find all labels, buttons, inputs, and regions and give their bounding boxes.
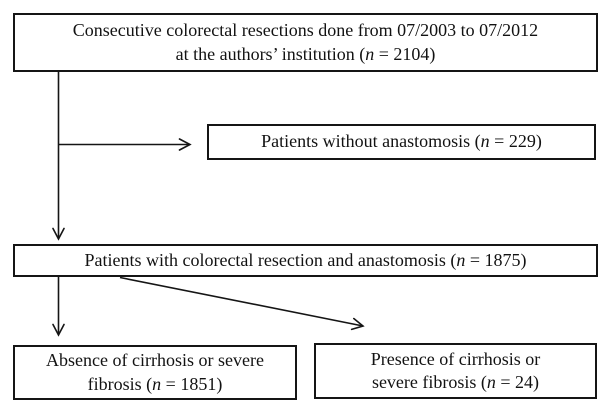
box-no-anastomosis: Patients without anastomosis (n = 229)	[207, 124, 596, 160]
text-segment: = 1875)	[465, 249, 527, 270]
text-segment: = 1851)	[161, 373, 223, 394]
text-segment: severe fibrosis (	[371, 372, 487, 392]
text-segment: = 229)	[489, 131, 542, 152]
box-total-line2: at the authors’ institution (n = 2104)	[176, 43, 436, 66]
text-segment: = 2104)	[374, 43, 436, 64]
n-symbol: n	[152, 373, 162, 394]
text-segment: Presence of cirrhosis or	[370, 348, 541, 369]
box-total-line1: Consecutive colorectal resections done f…	[73, 19, 538, 42]
box-absence-line1: Absence of cirrhosis or severe	[46, 349, 264, 372]
box-total-resections: Consecutive colorectal resections done f…	[13, 13, 598, 72]
box-no-anastomosis-line: Patients without anastomosis (n = 229)	[261, 130, 542, 153]
box-absence-line2: fibrosis (n = 1851)	[88, 373, 223, 396]
box-resection-anastomosis: Patients with colorectal resection and a…	[13, 244, 598, 277]
box-resection-anastomosis-line: Patients with colorectal resection and a…	[84, 249, 526, 272]
text-segment: Consecutive colorectal resections done f…	[72, 20, 539, 41]
text-segment: Absence of cirrhosis or severe	[46, 350, 264, 371]
text-segment: at the authors’ institution (	[175, 43, 366, 64]
text-segment: Patients without anastomosis (	[261, 131, 481, 152]
text-segment: Patients with colorectal resection and a…	[84, 249, 457, 270]
text-segment: = 24)	[495, 372, 540, 392]
box-absence-cirrhosis: Absence of cirrhosis or severe fibrosis …	[13, 345, 297, 400]
arrow-anastomosis-to-presence	[119, 276, 363, 327]
box-presence-line2: severe fibrosis (n = 24)	[372, 371, 539, 394]
box-presence-cirrhosis: Presence of cirrhosis or severe fibrosis…	[314, 343, 597, 399]
n-symbol: n	[486, 372, 496, 392]
text-segment: fibrosis (	[87, 373, 153, 394]
box-presence-line1: Presence of cirrhosis or	[371, 348, 540, 371]
n-symbol: n	[365, 43, 375, 64]
n-symbol: n	[480, 131, 490, 152]
n-symbol: n	[456, 249, 466, 270]
